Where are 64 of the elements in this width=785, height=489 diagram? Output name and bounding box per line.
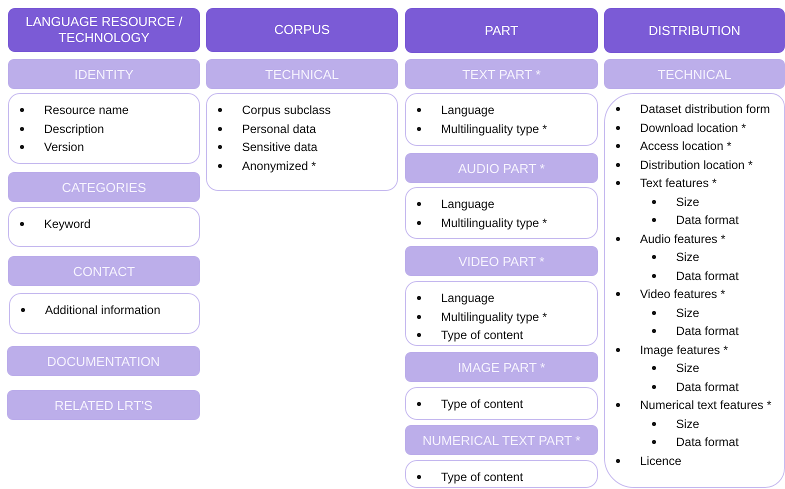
list-item: Text features * [640, 176, 717, 190]
section-header: IMAGE PART * [405, 352, 598, 382]
list-item: Data format [676, 380, 739, 394]
list-item: Additional information [45, 303, 160, 318]
header-box: LANGUAGE RESOURCE / TECHNOLOGY [8, 8, 200, 52]
list-item: Data format [676, 435, 739, 450]
list-item: Audio features * [640, 232, 726, 246]
list-item: Licence [640, 454, 682, 468]
list-item: Image features * [640, 342, 728, 357]
list-item: Access location * [640, 139, 732, 154]
list-item: Dataset distribution form [640, 102, 770, 116]
list-item: Size [676, 361, 700, 376]
list-item: Personal data [242, 122, 316, 136]
list-item: Anonymized * [242, 158, 316, 173]
list-box [405, 93, 598, 146]
list-box [405, 187, 598, 239]
list-item: Multilinguality type * [441, 216, 548, 230]
list-box [8, 207, 200, 247]
header-box: PART [405, 8, 598, 53]
list-item: Version [44, 140, 84, 154]
list-item: Data format [676, 324, 739, 338]
list-box [604, 93, 785, 488]
section-header: IDENTITY [8, 59, 200, 89]
list-item: Data format [676, 268, 739, 283]
section-header: DOCUMENTATION [7, 346, 200, 376]
section-header: VIDEO PART * [405, 246, 598, 276]
list-item: Resource name [44, 103, 129, 118]
list-item: Size [676, 250, 700, 264]
list-item: Numerical text features * [640, 398, 772, 412]
header-box: CORPUS [206, 8, 398, 52]
section-header: TECHNICAL [206, 59, 398, 89]
list-item: Multilinguality type * [441, 122, 548, 136]
list-item: Language [441, 291, 494, 306]
header-box: DISTRIBUTION [604, 8, 785, 53]
list-box [405, 460, 598, 488]
list-item: Keyword [44, 217, 91, 232]
list-item: Size [676, 194, 700, 209]
list-box [405, 387, 598, 420]
list-item: Type of content [441, 328, 524, 342]
list-item: Corpus subclass [242, 103, 331, 118]
list-item: Type of content [441, 470, 524, 484]
list-box [206, 93, 398, 191]
list-item: Download location * [640, 120, 746, 135]
list-item: Language [441, 197, 494, 212]
list-item: Description [44, 122, 104, 136]
list-item: Data format [676, 213, 739, 228]
list-item: Language [441, 103, 494, 118]
list-item: Size [676, 416, 700, 431]
list-item: Distribution location * [640, 158, 753, 172]
list-item: Video features * [640, 287, 726, 302]
section-header: NUMERICAL TEXT PART * [405, 425, 598, 455]
section-header: CONTACT [8, 256, 200, 286]
section-header: TEXT PART * [405, 59, 598, 89]
list-item: Multilinguality type * [441, 310, 548, 324]
section-header: AUDIO PART * [405, 153, 598, 183]
section-header: CATEGORIES [8, 172, 200, 202]
list-item: Size [676, 306, 700, 320]
list-item: Sensitive data [242, 140, 318, 154]
list-item: Type of content [441, 397, 524, 412]
section-header: RELATED LRT'S [7, 390, 200, 420]
section-header: TECHNICAL [604, 59, 785, 89]
list-box [405, 281, 598, 346]
list-box [9, 293, 200, 334]
list-box [8, 93, 200, 164]
